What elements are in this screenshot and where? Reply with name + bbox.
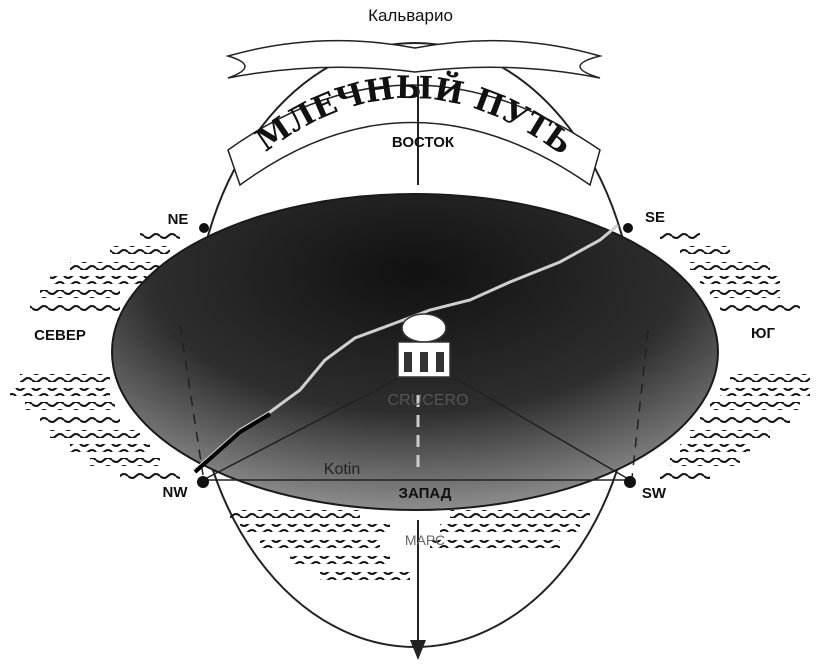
ne-point <box>199 223 209 233</box>
ne-label: NE <box>168 211 189 228</box>
crucero-label: CRUCERO <box>388 392 469 409</box>
arrow-down-icon <box>410 640 426 660</box>
nw-point <box>197 476 209 488</box>
crucero-building-icon <box>398 314 450 377</box>
west-label: ЗАПАД <box>399 485 452 502</box>
north-label: СЕВЕР <box>34 327 86 344</box>
sw-point <box>624 476 636 488</box>
kotin-label: Kotin <box>324 461 360 478</box>
se-label: SE <box>645 209 665 226</box>
nw-label: NW <box>163 484 189 501</box>
sw-label: SW <box>642 485 667 502</box>
south-label: ЮГ <box>751 325 775 342</box>
east-label: ВОСТОК <box>392 134 455 151</box>
milky-way-banner: МЛЕЧНЫЙ ПУТЬ <box>228 41 600 185</box>
mars-label: МАРС <box>405 532 445 548</box>
se-point <box>623 223 633 233</box>
